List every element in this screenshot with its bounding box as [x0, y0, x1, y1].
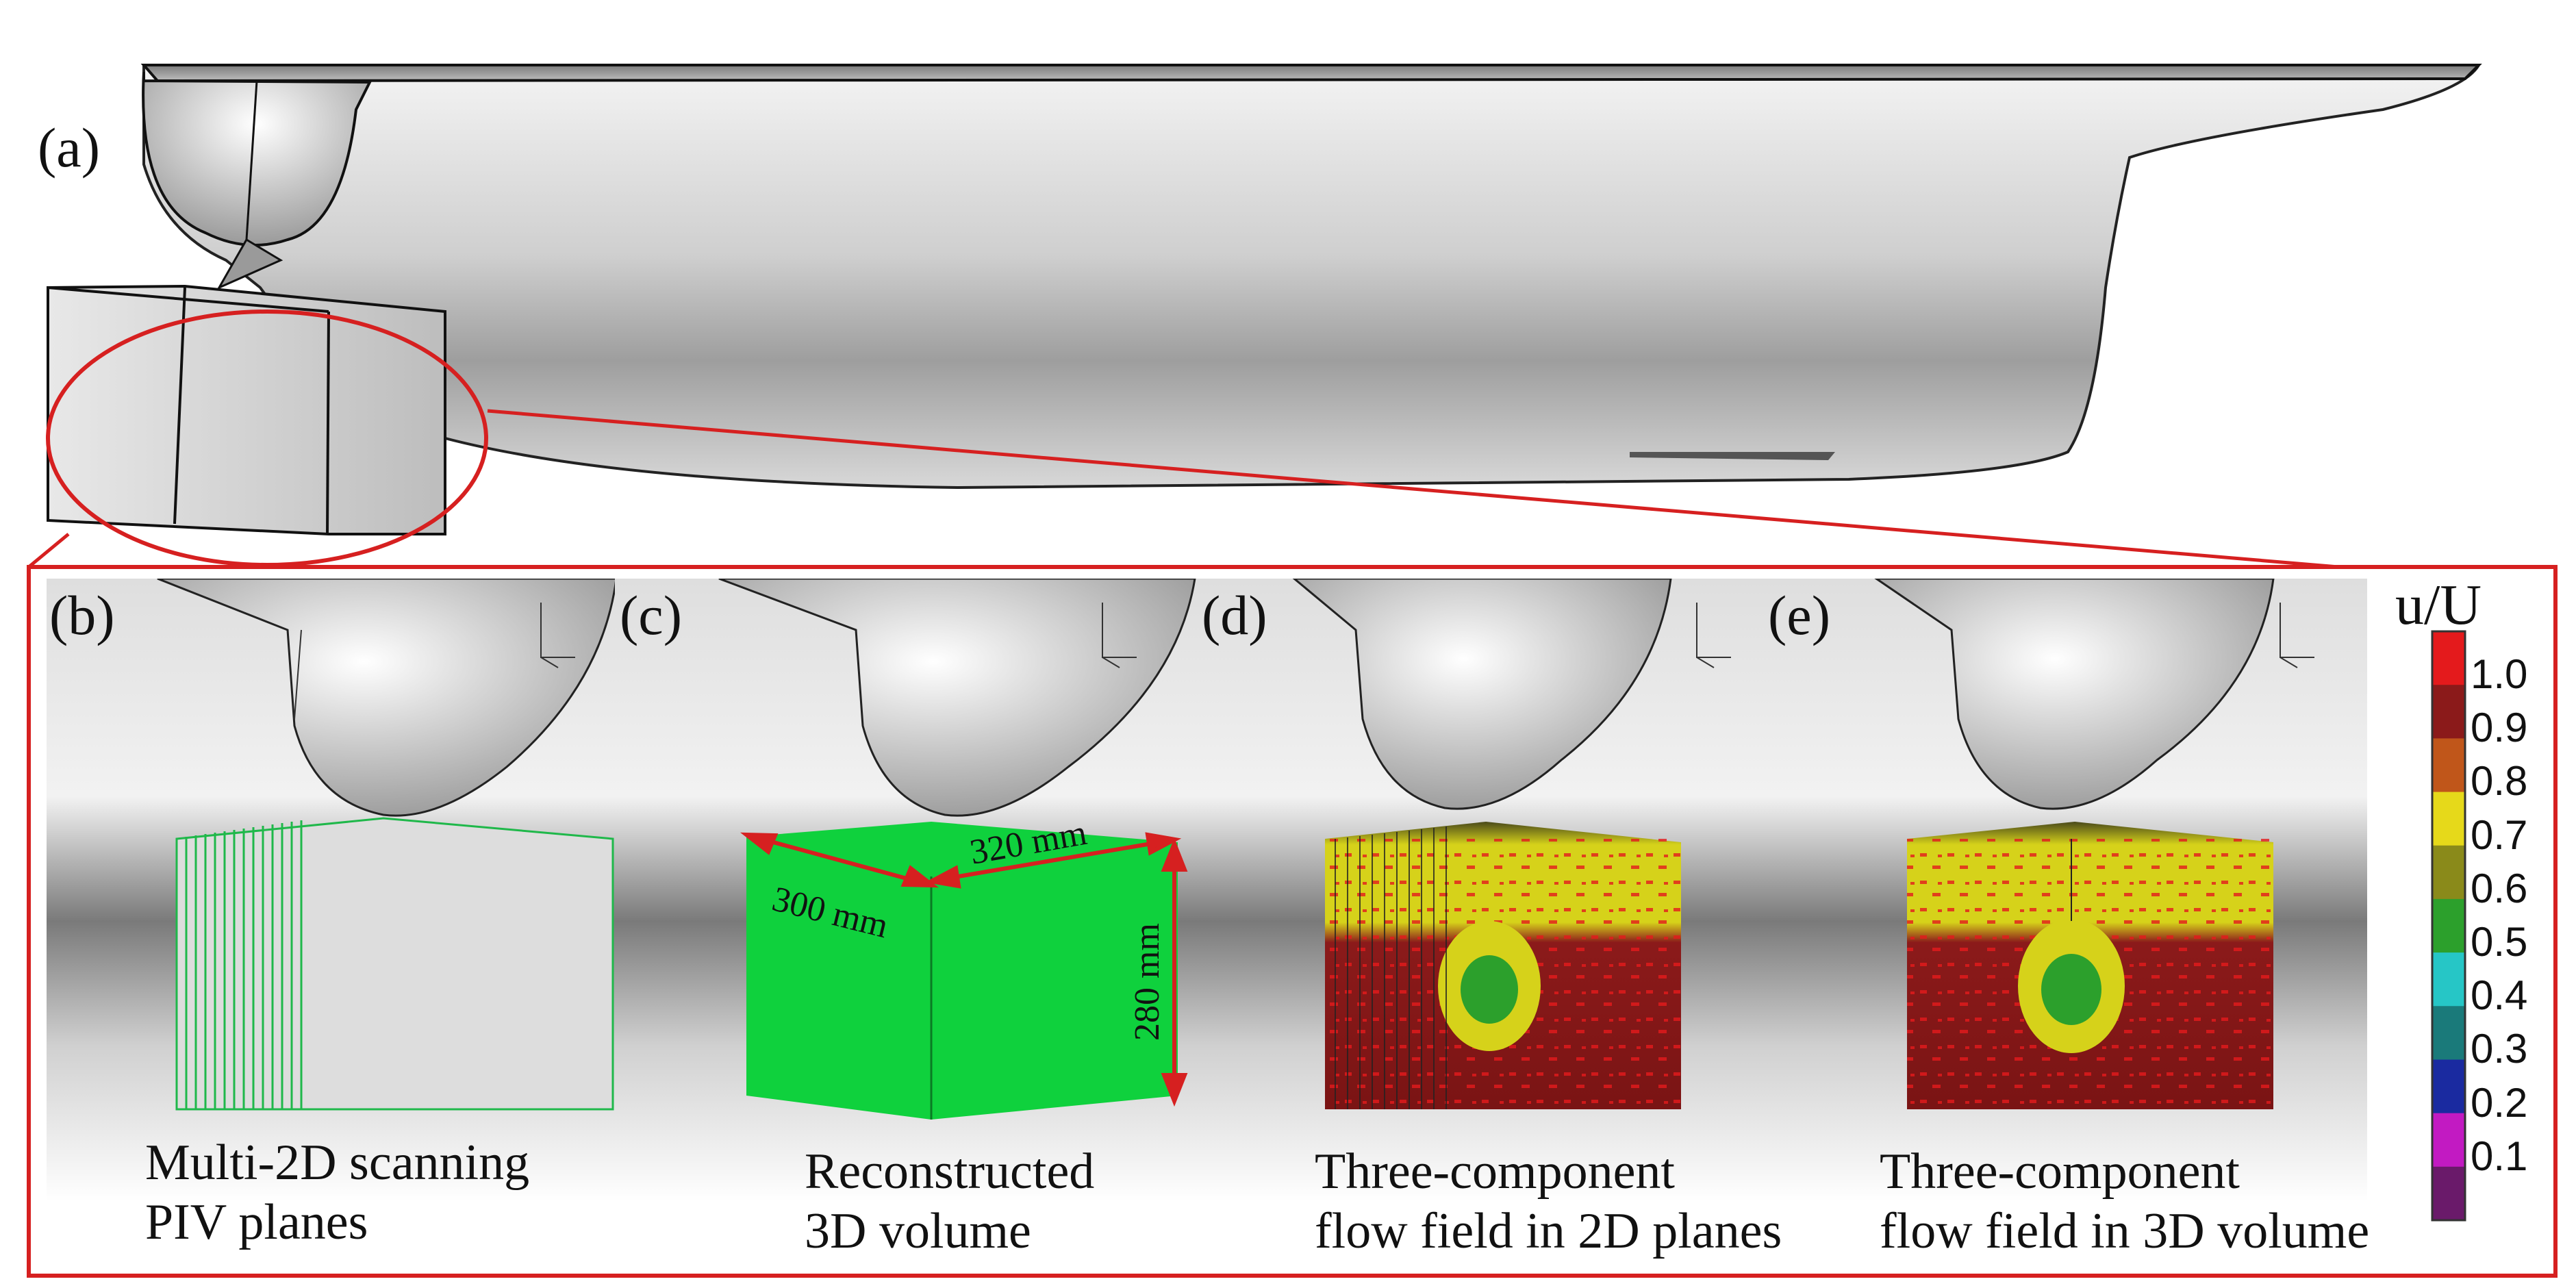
colorbar-tick-label: 0.4 — [2471, 972, 2528, 1019]
caption-c-line1: Reconstructed — [805, 1144, 1095, 1200]
colorbar-tick-label: 0.2 — [2471, 1079, 2528, 1126]
caption-d-line2: flow field in 2D planes — [1315, 1203, 1782, 1260]
colorbar-swatch — [2432, 845, 2465, 900]
colorbar-swatch — [2432, 952, 2465, 1007]
panel-label-c: (c) — [620, 584, 683, 646]
colorbar-tick-label: 0.9 — [2471, 705, 2528, 751]
colorbar-title: u/U — [2395, 573, 2482, 637]
colorbar-swatch — [2432, 685, 2465, 739]
colorbar-swatch — [2432, 898, 2465, 953]
colorbar-swatch — [2432, 1166, 2465, 1221]
caption-d: Three-component flow field in 2D planes — [1315, 1142, 1782, 1262]
colorbar-tick-label: 1.0 — [2471, 651, 2528, 698]
colorbar-swatches — [2432, 631, 2465, 1221]
caption-b-line1: Multi-2D scanning — [145, 1135, 530, 1191]
dimension-height-label: 280 mm — [1128, 923, 1167, 1041]
panel-b-graphic — [47, 579, 618, 1202]
axis-triads — [540, 603, 2314, 668]
colorbar-swatch — [2432, 1113, 2465, 1167]
colorbar-tick-label: 0.5 — [2471, 919, 2528, 965]
panel-d-graphic — [1197, 579, 1765, 1202]
measurement-box-a — [47, 238, 446, 535]
caption-e-line2: flow field in 3D volume — [1880, 1203, 2370, 1260]
caption-b: Multi-2D scanning PIV planes — [145, 1133, 529, 1253]
panel-label-e: (e) — [1768, 584, 1831, 646]
colorbar-swatch — [2432, 738, 2465, 793]
panel-label-a: (a) — [38, 116, 101, 179]
zoom-line-right — [487, 409, 2339, 569]
panel-e-graphic — [1763, 579, 2367, 1202]
colorbar — [2431, 630, 2466, 1222]
caption-e-line1: Three-component — [1880, 1144, 2240, 1200]
colorbar-tick-label: 0.8 — [2471, 758, 2528, 805]
caption-e: Three-component flow field in 3D volume — [1880, 1142, 2369, 1262]
panel-c-graphic — [615, 579, 1200, 1202]
zoom-frame — [27, 565, 2558, 1278]
zoom-line-left — [27, 533, 70, 568]
ship-hull — [140, 64, 2482, 490]
caption-c-line2: 3D volume — [805, 1203, 1031, 1260]
colorbar-swatch — [2432, 792, 2465, 846]
colorbar-swatch — [2432, 1059, 2465, 1114]
colorbar-swatch — [2432, 1006, 2465, 1060]
panel-label-d: (d) — [1202, 584, 1267, 646]
panel-label-b: (b) — [49, 584, 115, 646]
caption-b-line2: PIV planes — [145, 1194, 368, 1251]
colorbar-tick-label: 0.3 — [2471, 1026, 2528, 1072]
colorbar-swatch — [2432, 631, 2465, 685]
caption-d-line1: Three-component — [1315, 1144, 1675, 1200]
colorbar-tick-label: 0.7 — [2471, 811, 2528, 858]
colorbar-tick-label: 0.6 — [2471, 865, 2528, 911]
caption-c: Reconstructed 3D volume — [805, 1142, 1094, 1262]
colorbar-tick-label: 0.1 — [2471, 1133, 2528, 1179]
